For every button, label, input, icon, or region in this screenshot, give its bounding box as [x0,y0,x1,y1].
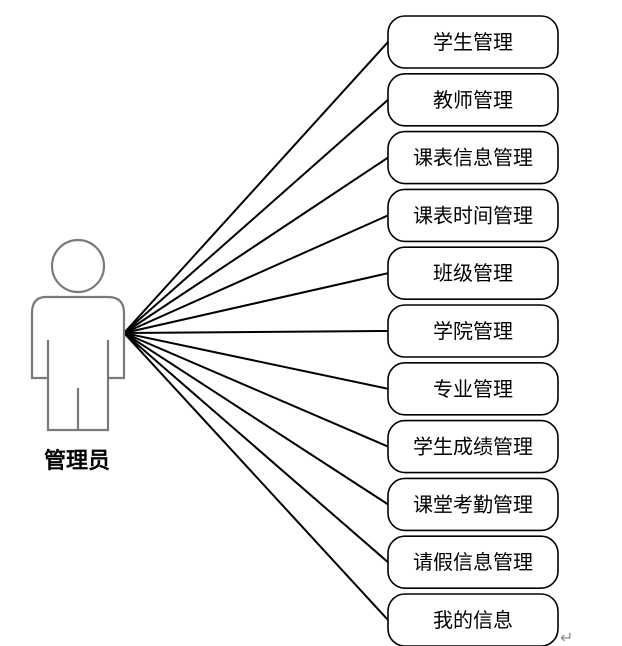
use-case-label: 学生管理 [433,30,513,54]
use-case-box [387,246,559,300]
association-line-timetable-info-management [123,156,389,334]
use-case-student-management: 学生管理 [387,15,559,69]
use-case-class-attendance-management: 课堂考勤管理 [387,477,559,532]
use-case-major-management: 专业管理 [387,361,559,416]
use-case-box [387,593,559,646]
use-case-student-grade-management: 学生成绩管理 [387,419,559,474]
use-case-timetable-time-management: 课表时间管理 [387,188,559,243]
use-case-box [387,73,559,127]
use-case-box [387,361,559,416]
paragraph-return-mark: ↵ [560,628,573,646]
use-case-teacher-management: 教师管理 [387,73,559,127]
association-line-teacher-management [123,99,389,334]
use-case-label: 课表信息管理 [413,146,533,170]
use-case-college-management: 学院管理 [387,304,559,358]
association-line-class-attendance-management [123,332,389,506]
association-line-student-management [123,41,389,334]
use-case-box [387,304,559,358]
use-case-label: 我的信息 [433,608,513,632]
use-case-leave-info-management: 请假信息管理 [387,535,559,590]
use-case-label: 课堂考勤管理 [413,492,533,516]
association-line-student-grade-management [123,332,389,448]
association-line-class-management [123,272,389,334]
use-case-box [387,188,559,243]
association-line-leave-info-management [123,332,389,563]
use-case-label: 专业管理 [433,377,513,401]
use-case-label: 学院管理 [433,319,513,343]
use-case-box [387,130,559,185]
use-case-list: 学生管理教师管理课表信息管理课表时间管理班级管理学院管理专业管理学生成绩管理课堂… [387,15,559,646]
use-case-label: 教师管理 [433,88,513,112]
association-line-college-management [123,330,389,334]
use-case-box [387,15,559,69]
association-line-timetable-time-management [123,214,389,334]
association-lines [123,41,389,621]
use-case-box [387,477,559,532]
use-case-box [387,535,559,590]
use-case-label: 班级管理 [433,261,513,285]
use-case-timetable-info-management: 课表信息管理 [387,130,559,185]
association-line-major-management [123,332,389,390]
person-outline-icon [30,238,126,432]
actor: 管理员 [30,238,126,474]
use-case-label: 学生成绩管理 [413,435,533,459]
use-case-box [387,419,559,474]
use-case-label: 请假信息管理 [413,550,533,574]
use-case-class-management: 班级管理 [387,246,559,300]
actor-label: 管理员 [44,448,110,474]
use-case-my-info: 我的信息 [387,593,559,646]
association-line-my-info [123,332,389,621]
use-case-label: 课表时间管理 [413,203,533,227]
